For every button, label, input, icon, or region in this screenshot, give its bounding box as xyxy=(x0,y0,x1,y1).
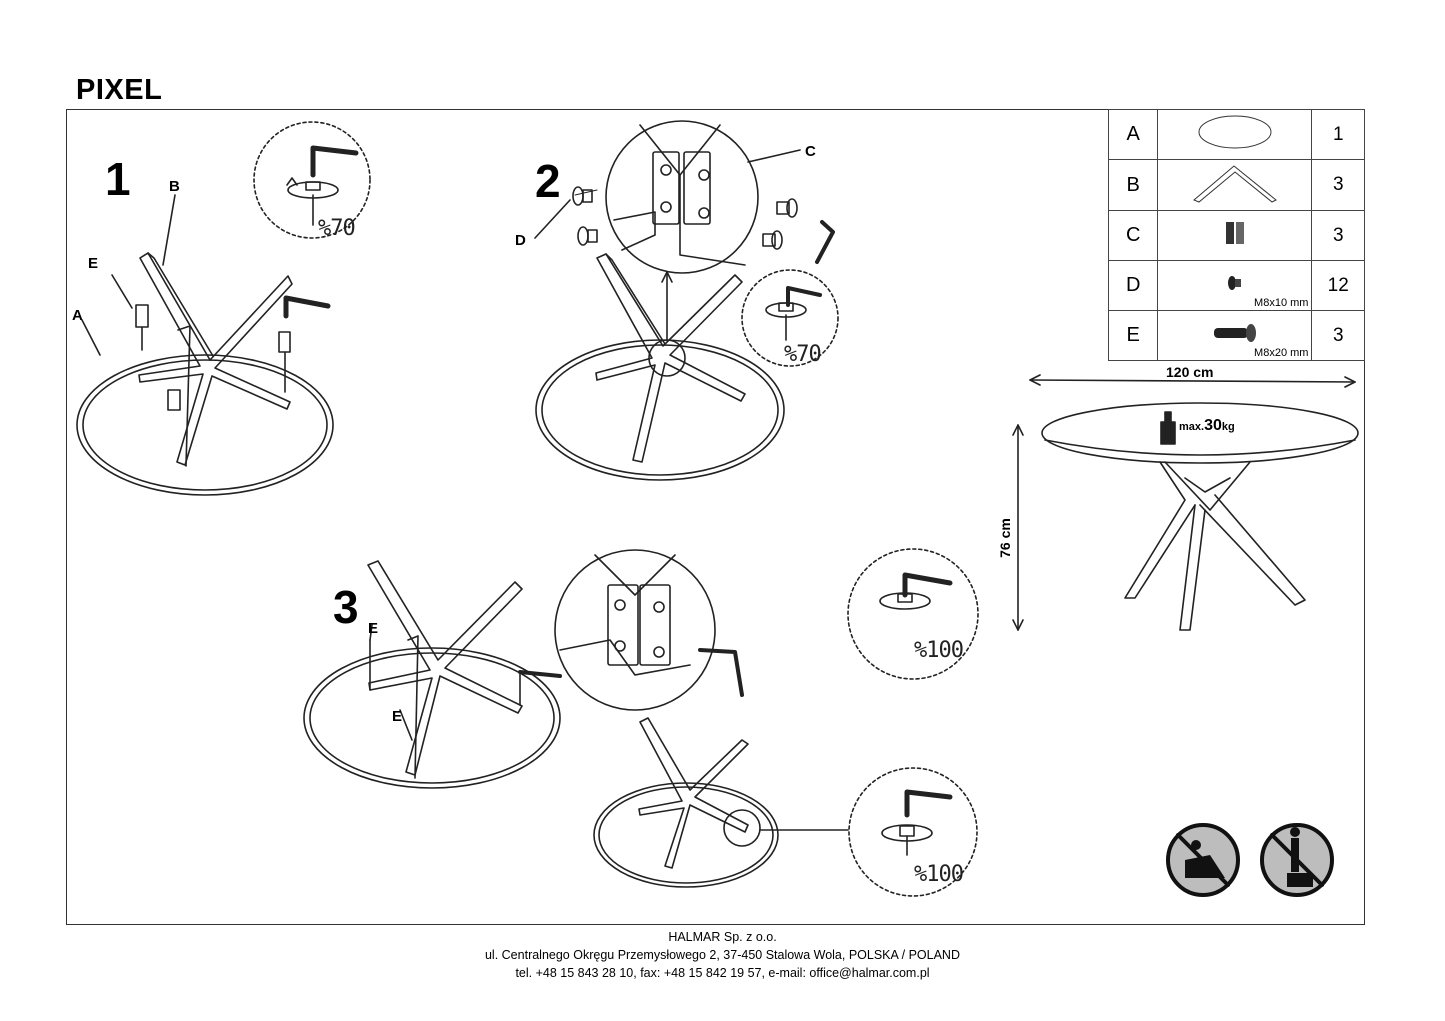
table-row: C 3 xyxy=(1107,210,1365,261)
bolt-e-1 xyxy=(135,304,149,351)
document-title: PIXEL xyxy=(76,74,163,106)
table-row: A 1 xyxy=(1107,109,1365,160)
footer-address: ul. Centralnego Okręgu Przemysłowego 2, … xyxy=(484,948,960,962)
bolt-e-3 xyxy=(278,331,291,393)
footer-contact: tel. +48 15 843 28 10, fax: +48 15 842 1… xyxy=(515,966,930,980)
instruction-frame xyxy=(66,109,1365,925)
table-row: E M8x20 mm 3 xyxy=(1107,310,1365,361)
part-code: B xyxy=(1107,159,1159,211)
label-a: A xyxy=(72,307,83,324)
part-code: D xyxy=(1107,260,1159,311)
label-d: D xyxy=(515,232,526,249)
height-dimension: 76 cm xyxy=(996,518,1013,558)
part-spec: M8x10 mm xyxy=(1254,297,1309,309)
step-1-number: 1 xyxy=(105,153,131,205)
table-row: B 3 xyxy=(1107,159,1365,211)
label-e-step1: E xyxy=(88,255,99,272)
torque-step3a: %100 xyxy=(914,638,964,663)
leg-icon xyxy=(1157,159,1313,211)
width-dimension: 120 cm xyxy=(1166,364,1214,380)
step3-illustration xyxy=(303,548,979,897)
part-qty: 3 xyxy=(1311,210,1365,261)
table-row: D M8x10 mm 12 xyxy=(1107,260,1365,311)
bracket-icon xyxy=(1157,210,1313,261)
max-load-label: max.30kg xyxy=(1179,417,1235,434)
part-code: E xyxy=(1107,310,1159,361)
dimension-illustration xyxy=(1012,374,1359,631)
part-qty: 3 xyxy=(1311,159,1365,211)
warning-icons xyxy=(1166,823,1334,897)
step1-illustration xyxy=(76,121,371,496)
screw-small-icon: M8x10 mm xyxy=(1157,260,1313,311)
part-qty: 3 xyxy=(1311,310,1365,361)
step-2-number: 2 xyxy=(535,155,561,207)
part-qty: 1 xyxy=(1311,109,1365,160)
tabletop-icon xyxy=(1157,109,1313,160)
step2-illustration xyxy=(534,120,839,481)
bolt-icon: M8x20 mm xyxy=(1157,310,1313,361)
bolt-e-2 xyxy=(167,389,181,411)
torque-step3b: %100 xyxy=(914,862,964,887)
label-b: B xyxy=(169,178,180,195)
footer-company: HALMAR Sp. z o.o. xyxy=(668,930,777,944)
label-e-step3-b: E xyxy=(392,708,403,725)
label-e-step3-a: E xyxy=(368,620,379,637)
part-code: C xyxy=(1107,210,1159,261)
torque-step2: %70 xyxy=(784,342,822,367)
part-qty: 12 xyxy=(1311,260,1365,311)
torque-step1: %70 xyxy=(318,216,356,241)
label-c: C xyxy=(805,143,816,160)
step-3-number: 3 xyxy=(333,581,359,633)
parts-list-table: A 1 B 3 C 3 D M8x10 mm 12 E M8x20 mm 3 xyxy=(1107,109,1365,361)
part-spec: M8x20 mm xyxy=(1254,347,1309,359)
part-code: A xyxy=(1107,109,1159,160)
